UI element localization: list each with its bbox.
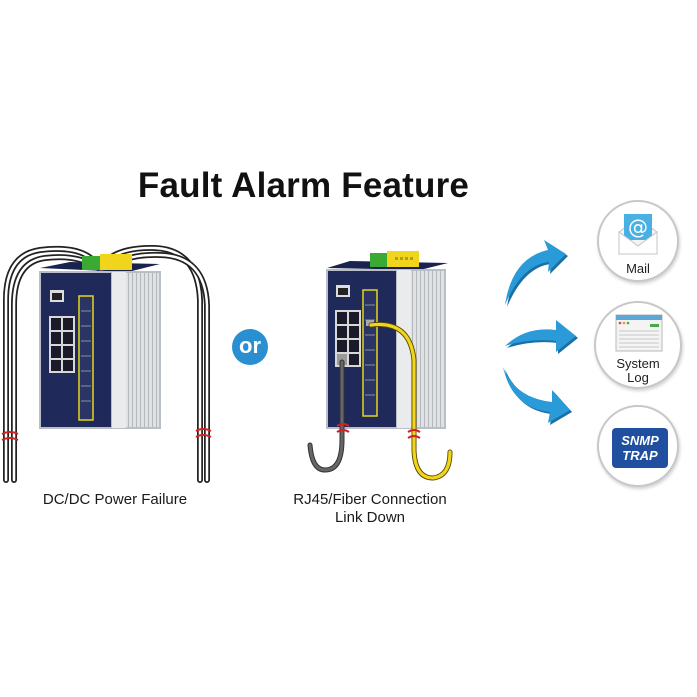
svg-text:@: @	[628, 215, 648, 239]
fiber-cable	[368, 321, 453, 481]
arrow-to-snmp	[503, 367, 572, 425]
industrial-switch-left	[39, 254, 161, 429]
arrow-to-mail	[505, 240, 568, 307]
mail-label: Mail	[626, 261, 650, 276]
snmp-text: SNMP	[621, 433, 659, 448]
caption-text: DC/DC Power Failure	[42, 491, 188, 508]
terminal-block-green	[82, 256, 104, 270]
label-line-1: System	[616, 356, 660, 371]
snmp-trap-notification: SNMP TRAP	[597, 405, 679, 487]
caption-line-2: Link Down	[334, 509, 406, 526]
terminal-block-green	[370, 253, 392, 267]
label-line-2: Log	[627, 370, 649, 385]
sfp-slot-column	[362, 289, 378, 417]
fault-marks-right	[336, 423, 421, 439]
power-cables-left	[3, 244, 210, 483]
caption-line-1: RJ45/Fiber Connection	[293, 491, 447, 508]
sfp-slot-column	[78, 295, 94, 421]
copper-cable	[307, 359, 345, 473]
snmp-trap-badge: SNMP TRAP	[612, 428, 668, 468]
trap-text: TRAP	[622, 448, 658, 463]
system-log-label: System Log	[596, 357, 680, 385]
fault-marks-left	[1, 428, 212, 441]
window-log-icon	[615, 314, 663, 352]
arrow-to-syslog	[505, 320, 578, 354]
terminal-block-yellow	[100, 254, 132, 270]
caption-link-down: RJ45/Fiber Connection Link Down	[270, 491, 470, 527]
industrial-switch-right	[326, 251, 448, 429]
page-title: Fault Alarm Feature	[137, 166, 470, 205]
mail-notification: @ Mail	[597, 200, 679, 282]
or-badge: or	[232, 329, 268, 365]
envelope-at-icon: @	[618, 214, 658, 255]
system-log-notification: System Log	[594, 301, 682, 389]
caption-power-failure: DC/DC Power Failure	[20, 491, 210, 509]
